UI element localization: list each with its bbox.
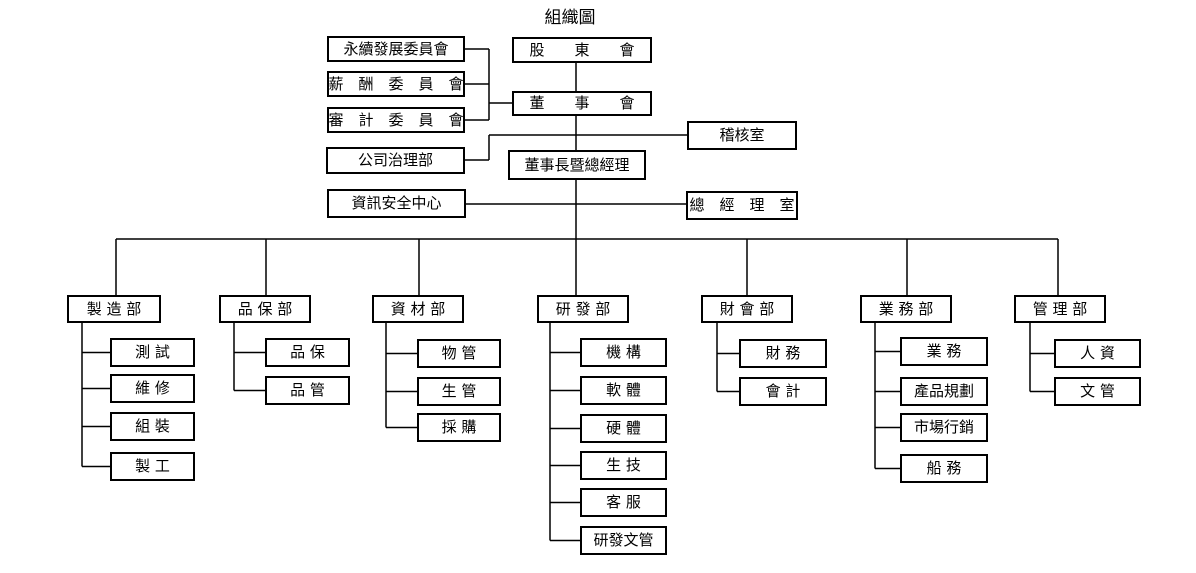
department-box: 管 理 部: [1014, 295, 1106, 323]
department-box: 品 保 部: [219, 295, 311, 323]
committee-audit: 審 計 委 員 會: [327, 107, 465, 133]
unit-box: 研發文管: [580, 526, 667, 555]
unit-box: 產品規劃: [900, 377, 988, 406]
gm-office-box: 總 經 理 室: [686, 191, 798, 220]
unit-box: 生 管: [417, 377, 501, 406]
unit-box: 船 務: [900, 454, 988, 483]
infosec-box: 資訊安全中心: [327, 189, 466, 218]
unit-box: 機 構: [580, 338, 667, 367]
audit-office-box: 稽核室: [687, 121, 797, 150]
board-box: 董 事 會: [512, 91, 652, 116]
unit-box: 品 管: [265, 376, 350, 405]
unit-box: 品 保: [265, 338, 350, 367]
unit-box: 市場行銷: [900, 413, 988, 442]
committee-sustainability: 永續發展委員會: [327, 36, 465, 62]
committee-compensation: 薪 酬 委 員 會: [327, 71, 465, 97]
department-box: 資 材 部: [372, 295, 464, 323]
unit-box: 組 裝: [110, 412, 195, 441]
unit-box: 製 工: [110, 452, 195, 481]
governance-box: 公司治理部: [326, 147, 465, 174]
unit-box: 測 試: [110, 338, 195, 367]
unit-box: 硬 體: [580, 414, 667, 443]
unit-box: 客 服: [580, 488, 667, 517]
shareholders-box: 股 東 會: [512, 37, 652, 63]
unit-box: 財 務: [739, 339, 827, 368]
unit-box: 文 管: [1054, 377, 1141, 406]
department-box: 製 造 部: [67, 295, 161, 323]
department-box: 業 務 部: [860, 295, 952, 323]
unit-box: 會 計: [739, 377, 827, 406]
unit-box: 業 務: [900, 337, 988, 366]
unit-box: 人 資: [1054, 339, 1141, 368]
chart-title: 組織圖: [544, 8, 596, 28]
unit-box: 物 管: [417, 339, 501, 368]
chairman-gm-box: 董事長暨總經理: [508, 150, 646, 180]
department-box: 財 會 部: [701, 295, 793, 323]
department-box: 研 發 部: [537, 295, 629, 323]
unit-box: 軟 體: [580, 376, 667, 405]
unit-box: 生 技: [580, 451, 667, 480]
unit-box: 維 修: [110, 374, 195, 403]
unit-box: 採 購: [417, 413, 501, 442]
